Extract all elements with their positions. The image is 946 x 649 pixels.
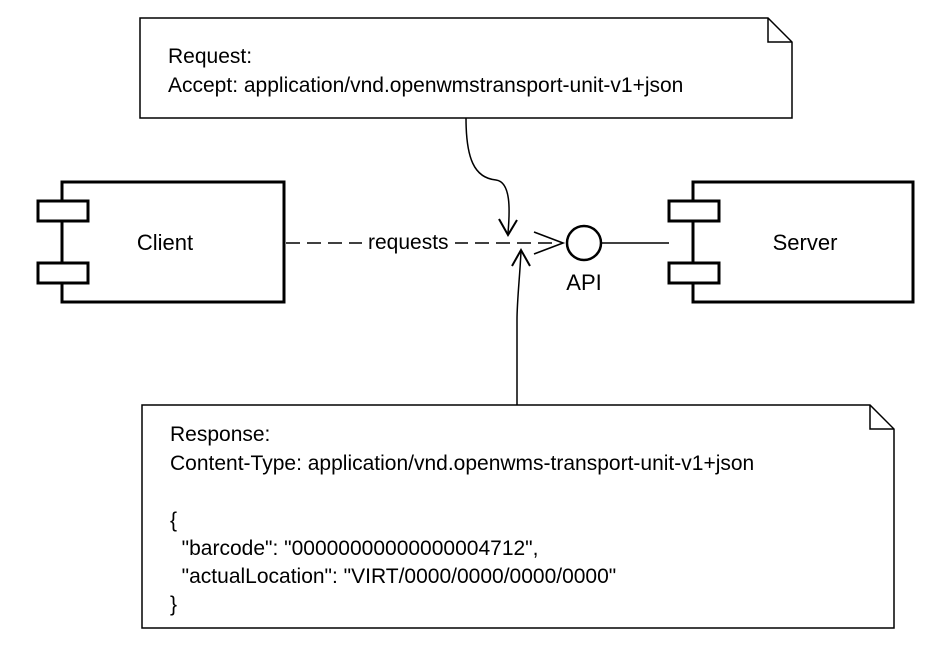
server-box [691,180,915,304]
request-anchor-curve [465,117,510,234]
response-note-line-5: "barcode": "00000000000000004712", [170,537,539,560]
request-anchor-arrowhead [498,218,518,237]
request-note-line-1: Request: [168,45,253,68]
response-note-fold [869,405,894,430]
client-box [60,180,286,304]
response-note-line-7: } [170,593,178,616]
response-note-line-4: { [170,509,178,532]
server-port-bottom [667,261,721,285]
response-anchor-curve [516,250,522,405]
dependency-arrowhead [533,231,566,255]
requests-label: requests [362,231,455,255]
server-label: Server [772,230,838,255]
server-port-top [667,199,721,223]
response-note-line-2: Content-Type: application/vnd.openwms-tr… [170,452,755,475]
response-note-shape [141,404,895,629]
api-interface-circle [565,224,603,262]
response-note-line-6: "actualLocation": "VIRT/0000/0000/0000/0… [170,565,617,588]
client-port-bottom [36,261,90,285]
client-port-top [36,199,90,223]
request-note-shape [139,17,793,119]
response-anchor-arrowhead [511,247,531,267]
response-note-line-1: Response: [170,423,271,446]
request-note-line-2: Accept: application/vnd.openwmstransport… [168,74,684,97]
api-label: API [566,270,602,295]
request-note-fold [767,18,792,43]
client-label: Client [136,230,194,255]
